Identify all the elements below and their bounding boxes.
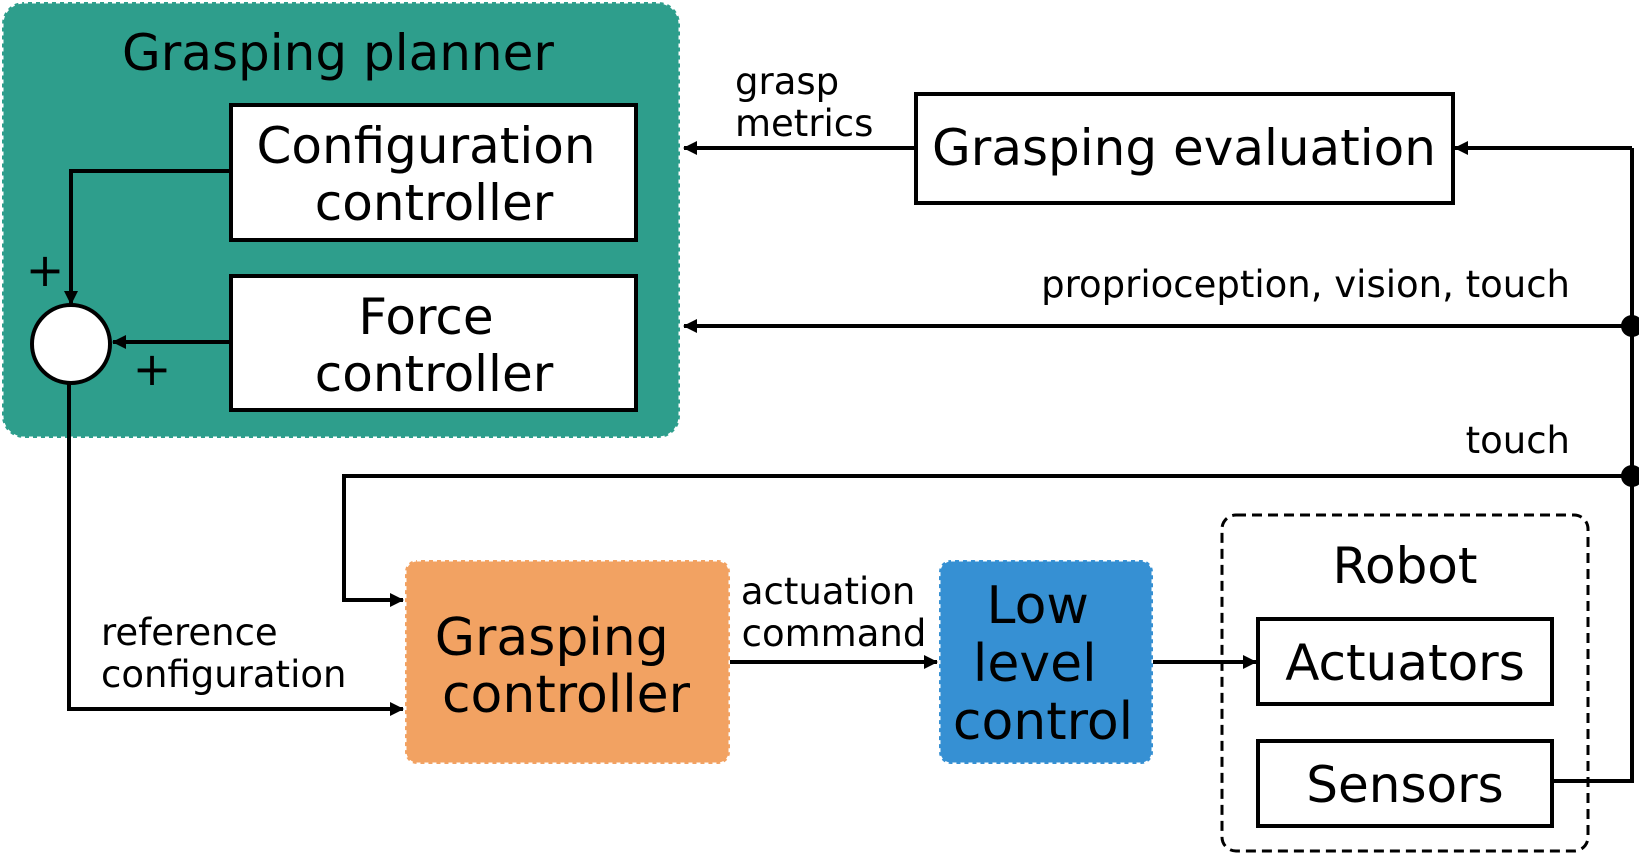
robot-container xyxy=(1220,513,1590,853)
low-level-control-line3: control xyxy=(953,692,1133,752)
actuation-command-line2: command xyxy=(742,612,927,655)
grasping-planner-title: Grasping planner xyxy=(122,24,554,82)
sensor-feedback-bus xyxy=(1552,148,1634,783)
force-controller-line2: controller xyxy=(315,345,554,403)
plus-sign-top: + xyxy=(26,243,65,297)
proprioception-label: proprioception, vision, touch xyxy=(1041,263,1570,306)
grasping-controller-label: Grasping controller xyxy=(435,608,691,725)
grasping-evaluation-label: Grasping evaluation xyxy=(932,119,1436,177)
grasping-evaluation-box xyxy=(914,92,1455,205)
touch-wire xyxy=(342,474,1632,607)
config-to-sum-wire xyxy=(64,169,231,305)
touch-junction-dot xyxy=(1621,465,1639,487)
grasp-metrics-label: grasp metrics xyxy=(735,60,873,145)
grasp-metrics-line2: metrics xyxy=(735,102,873,145)
actuation-command-label: actuation command xyxy=(741,570,927,655)
force-controller-line1: Force xyxy=(358,288,493,346)
sensors-label: Sensors xyxy=(1306,756,1503,814)
plus-sign-side: + xyxy=(133,342,172,396)
low-level-control-label: Low level control xyxy=(953,576,1133,752)
actuators-box xyxy=(1256,617,1554,706)
low-level-control-line2: level xyxy=(973,634,1097,694)
reference-configuration-label: reference configuration xyxy=(101,611,346,696)
robot-title: Robot xyxy=(1332,537,1477,595)
summing-junction xyxy=(30,303,112,385)
force-controller-label: Force controller xyxy=(315,288,554,403)
actuators-label: Actuators xyxy=(1285,634,1525,692)
configuration-controller-line1: Configuration xyxy=(257,117,596,175)
force-controller-box xyxy=(229,274,638,412)
reference-configuration-line1: reference xyxy=(101,611,278,654)
proprioception-junction-dot xyxy=(1621,315,1639,337)
reference-configuration-line2: configuration xyxy=(101,653,346,696)
configuration-controller-label: Configuration controller xyxy=(257,117,612,232)
grasping-planner-block: Grasping planner Configuration controlle… xyxy=(0,0,682,440)
sensors-box xyxy=(1256,739,1554,828)
low-level-control-line1: Low xyxy=(987,576,1089,636)
grasp-metrics-line1: grasp xyxy=(735,60,839,103)
grasping-controller-line1: Grasping xyxy=(435,608,669,668)
configuration-controller-line2: controller xyxy=(315,174,554,232)
grasping-controller-line2: controller xyxy=(442,665,691,725)
actuation-command-line1: actuation xyxy=(741,570,916,613)
reference-configuration-wire xyxy=(67,384,404,716)
touch-label: touch xyxy=(1466,419,1570,462)
